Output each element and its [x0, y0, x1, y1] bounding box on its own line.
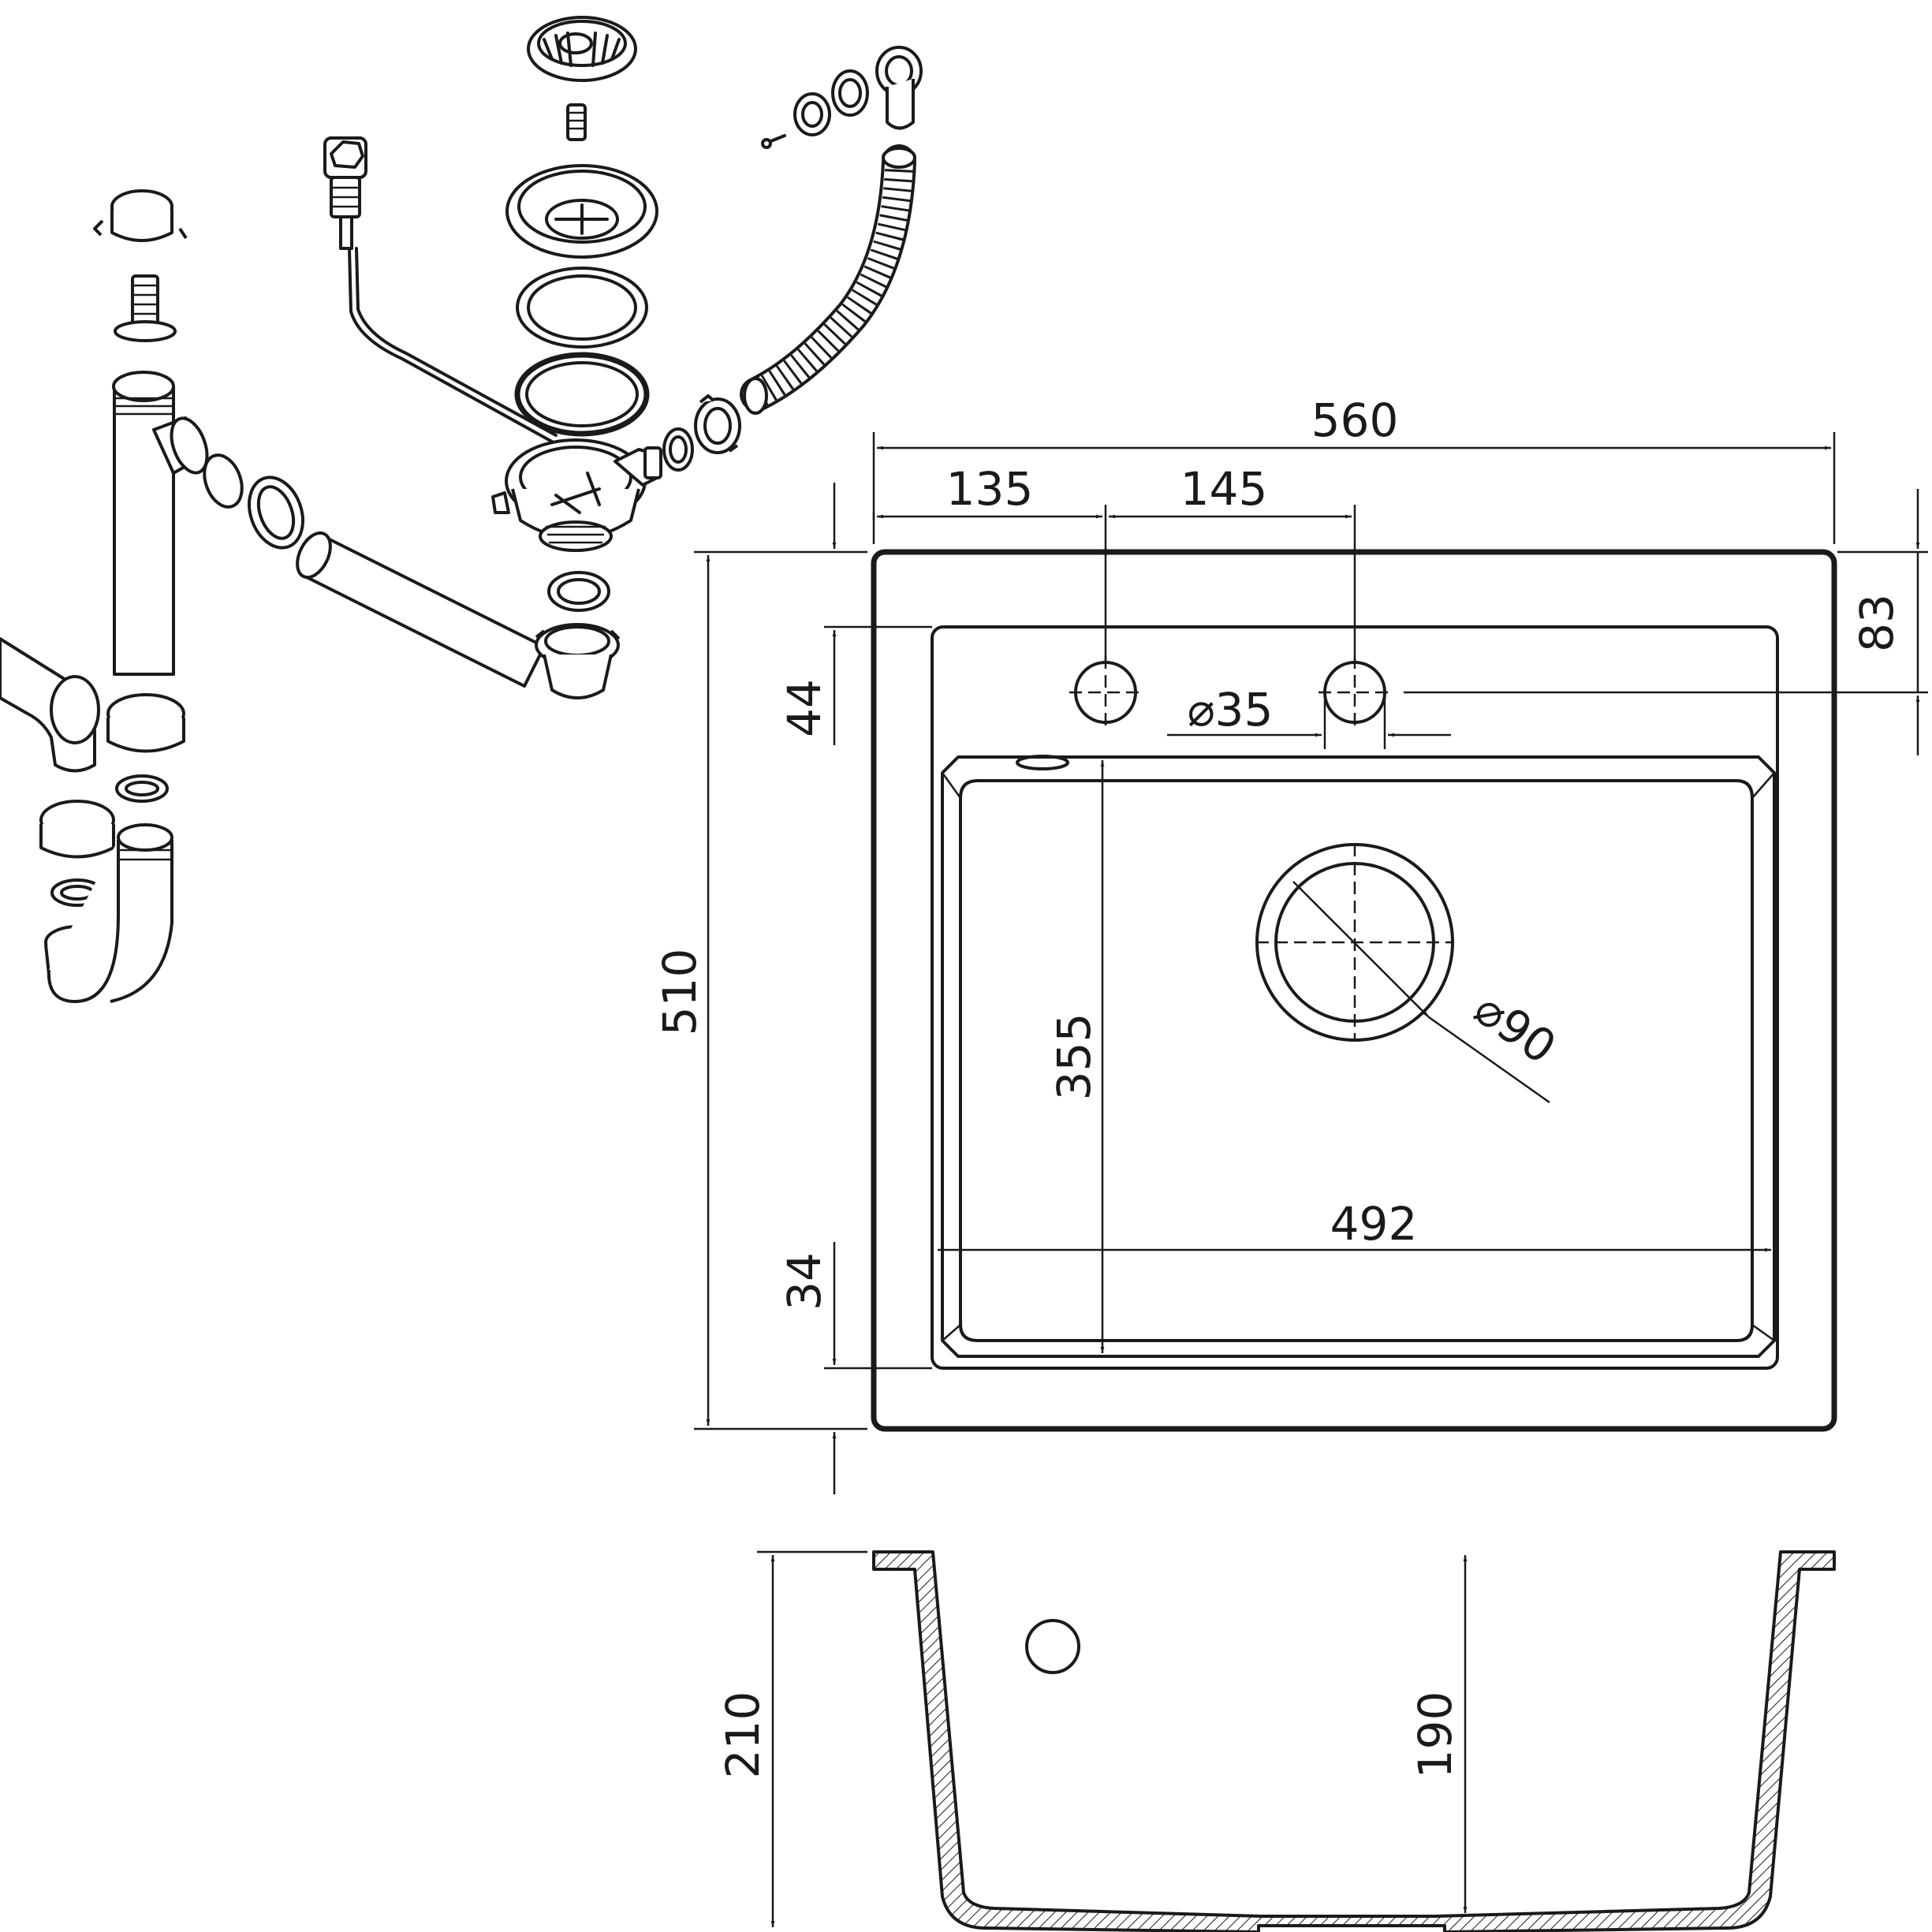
bottle-trap — [93, 189, 304, 676]
strainer-basket — [527, 16, 637, 82]
dim-hole-spacing: 145 — [1180, 462, 1268, 516]
strainer-spindle — [566, 103, 587, 141]
sink-section-wall — [872, 1550, 1836, 1932]
pipe-connector — [535, 623, 621, 699]
elbow-pipe — [0, 637, 100, 773]
dim-bowl-length: 355 — [1047, 1013, 1101, 1101]
tap-hole-left — [1069, 656, 1142, 729]
tap-hole-right — [1318, 656, 1391, 729]
dim-bowl-height: 190 — [1408, 1691, 1462, 1779]
dim-total-height: 210 — [716, 1691, 770, 1779]
o-ring-gasket — [514, 352, 650, 437]
pop-up-button — [323, 136, 367, 250]
flat-gasket — [516, 267, 648, 349]
drain-pipe — [296, 531, 546, 688]
dim-bowl-width: 492 — [1330, 1197, 1418, 1251]
overflow-hose — [740, 144, 916, 415]
section-dimension-lines — [757, 1550, 1468, 1927]
hose-nut — [694, 394, 741, 454]
bowl-outer-rim — [941, 755, 1776, 1358]
bowl-inner-rim — [959, 779, 1754, 1342]
tubular-trap — [39, 693, 185, 1003]
sink-plan-view: 560 135 145 83 44 ⌀35 510 355 ⌀90 492 34 — [653, 393, 1928, 1494]
dim-waste-diameter: ⌀90 — [1464, 982, 1565, 1075]
dim-front-offset: 34 — [778, 1252, 831, 1311]
overflow-hole-section — [1025, 1619, 1080, 1674]
dim-overall-depth: 510 — [653, 949, 707, 1036]
overflow-cover — [761, 69, 869, 149]
pop-up-cable — [348, 247, 554, 443]
dim-hole1-offset: 135 — [946, 462, 1034, 516]
dim-rim-depth: 83 — [1850, 594, 1904, 652]
overflow-slot — [1016, 755, 1069, 770]
hose-connector-washer — [662, 427, 694, 472]
dim-inner-offset: 44 — [778, 679, 831, 737]
dim-overall-width: 560 — [1311, 393, 1399, 447]
strainer-flange — [505, 164, 658, 259]
overflow-elbow — [875, 46, 923, 130]
dimension-lines — [694, 432, 1928, 1494]
sink-section-view: 210 190 — [716, 1550, 1836, 1932]
dim-tap-hole-diameter: ⌀35 — [1188, 683, 1274, 737]
waste-kit-exploded-view — [0, 16, 923, 1003]
waste-body — [491, 438, 662, 552]
